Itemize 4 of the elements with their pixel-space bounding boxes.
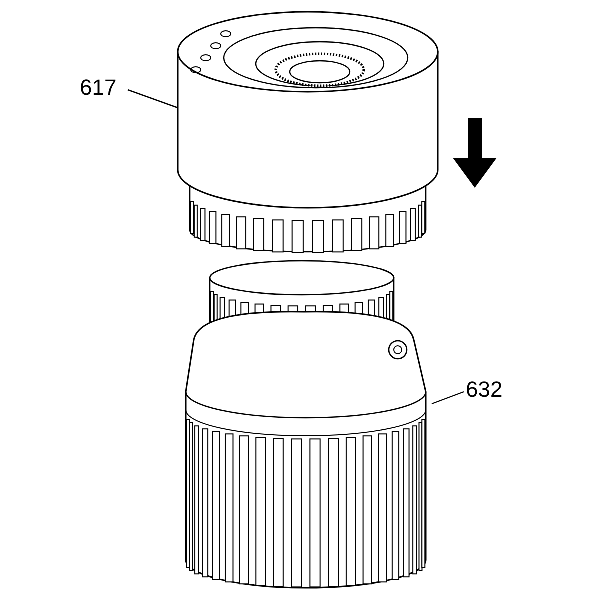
callout-number: 632 xyxy=(466,378,516,402)
callout-number: 617 xyxy=(80,76,126,100)
leader-line xyxy=(128,89,178,109)
leader-line xyxy=(432,391,464,405)
